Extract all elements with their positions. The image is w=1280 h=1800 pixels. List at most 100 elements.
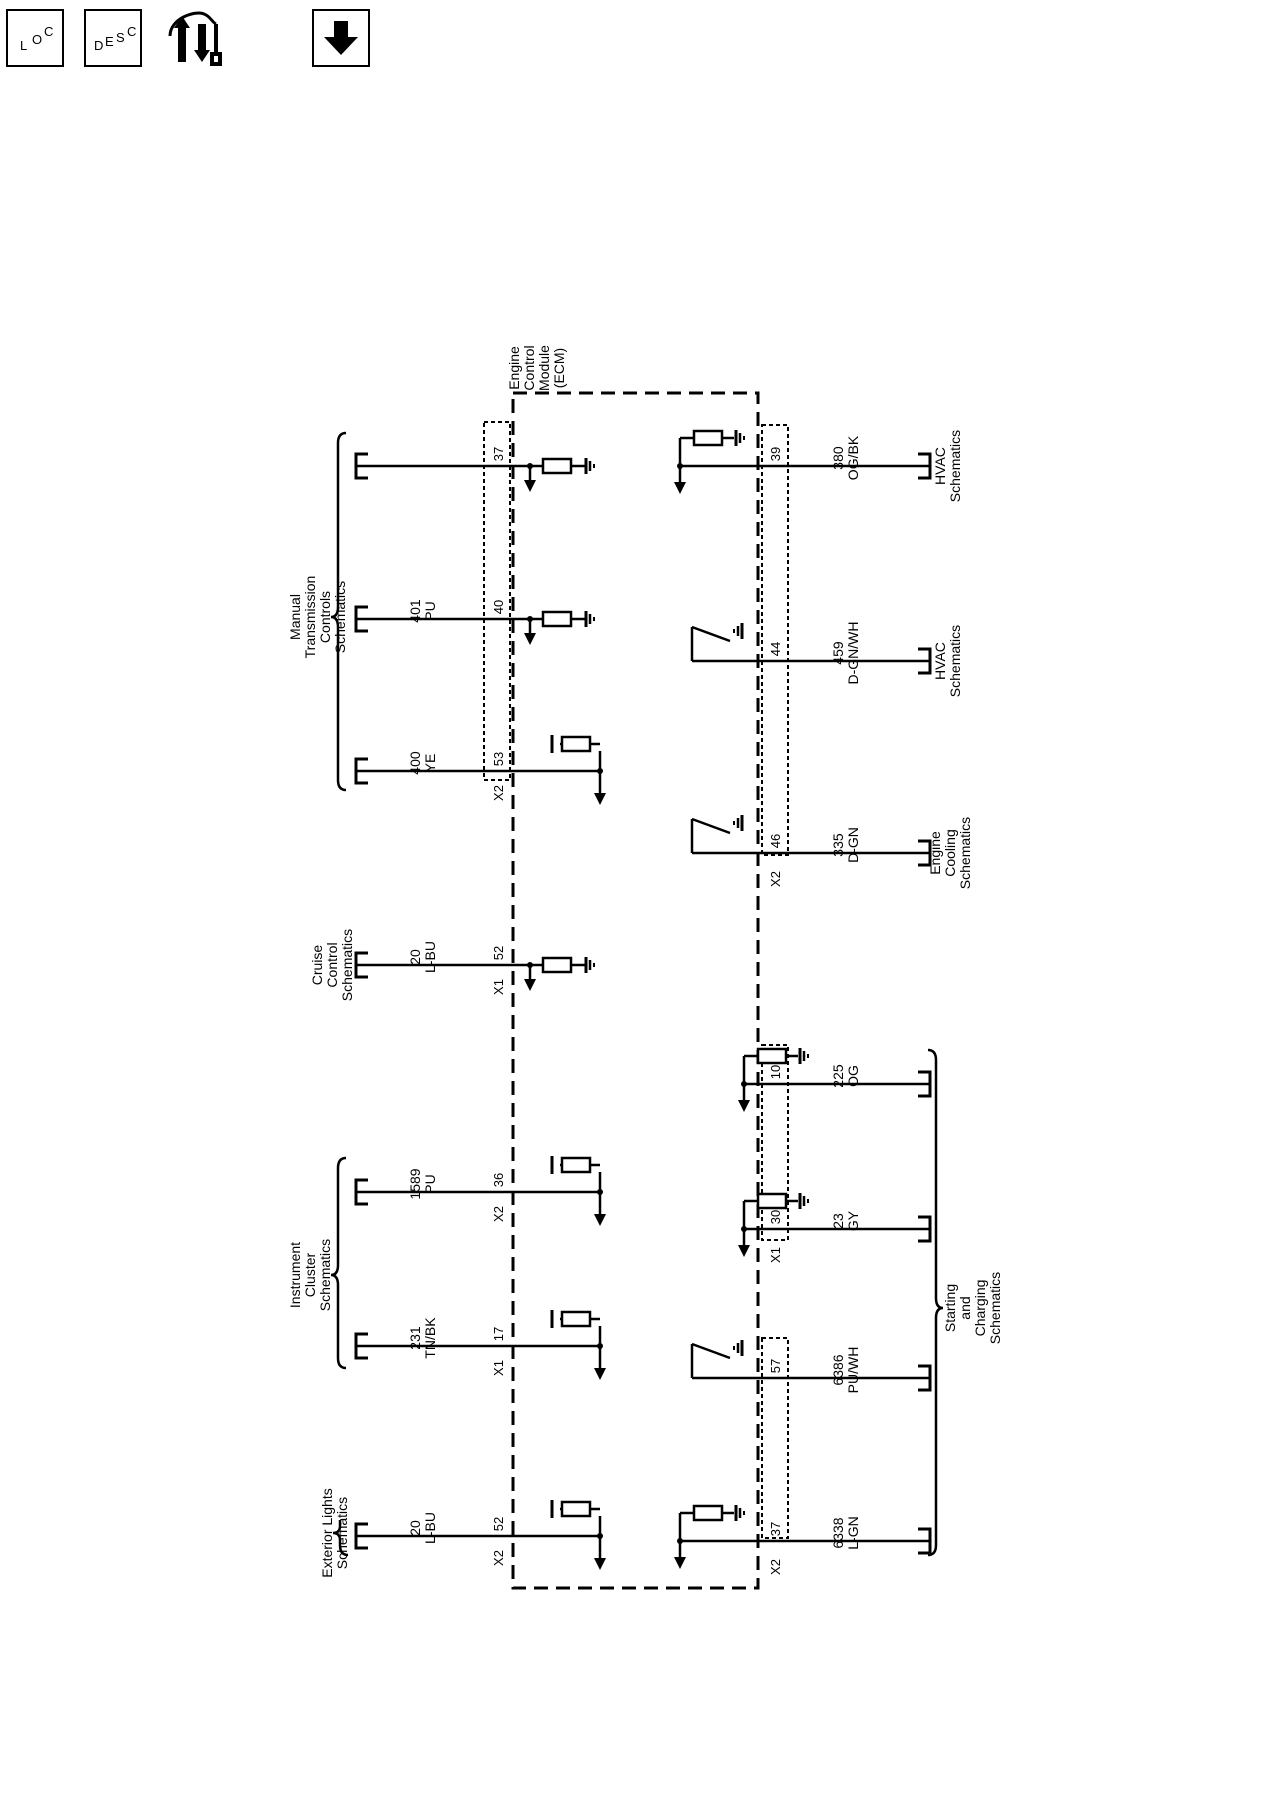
top-junction-2 [597,1189,603,1195]
group-label-cruise-control-line-0: Cruise [309,945,325,986]
connector-x2-bottom-left-outline [761,1337,789,1539]
group-label-engine-cooling: EngineCoolingSchematics [927,817,973,889]
top-circuit-number-0: 20 [407,1520,423,1536]
bottom-circuit-number-2: 23 [830,1213,846,1229]
top-pin-0-line-0: 52 [491,1517,506,1531]
bottom-group-labels: StartingandChargingSchematics EngineCooli… [927,430,1003,1344]
top-wire-color-5: PU [422,601,438,620]
top-resistor-6 [541,457,573,475]
bottom-pin-4-line-0: 46 [768,834,783,848]
top-pin-0: 52 [491,1517,506,1531]
top-arrow-3 [524,979,536,991]
top-wire-color-0-line-0: L-BU [422,1512,438,1544]
diagnostic-tools-icon[interactable] [156,6,230,72]
top-circuit-number-3-line-0: 20 [407,949,423,965]
bottom-wire-color-1: PU/WH [845,1347,861,1394]
top-wire-color-1-line-0: TN/BK [422,1317,438,1359]
bottom-wire-color-0: L-GN [845,1516,861,1549]
top-connector-label-0: X2 [491,1550,506,1566]
top-arrow-2 [594,1214,606,1226]
location-button[interactable]: L O C [6,9,64,67]
bottom-circuit-number-5-line-0: 459 [830,641,846,665]
description-button[interactable]: D E S C [84,9,142,67]
top-wire-color-4: YE [422,754,438,773]
top-pin-5-line-0: 40 [491,600,506,614]
top-resistor-2 [560,1156,592,1174]
bottom-pin-0-line-0: 37 [768,1522,783,1536]
description-letter-e: E [105,34,114,49]
bottom-circuit-number-6: 380 [830,446,846,470]
group-label-starting-charging-line-2: Charging [972,1280,988,1337]
bottom-pin-6-line-0: 39 [768,447,783,461]
top-pin-5: 40 [491,600,506,614]
bottom-pin-2: 30 [768,1210,783,1224]
bottom-pin-1-line-0: 57 [768,1359,783,1373]
bottom-resistor-2 [756,1192,788,1210]
bottom-wire-color-5: D-GN/WH [845,622,861,685]
bottom-pin-1: 57 [768,1359,783,1373]
top-ground-3 [584,957,595,973]
top-pin-3: 52 [491,946,506,960]
bottom-pin-3-line-0: 10 [768,1065,783,1079]
toolbar: L O C D E S C [0,0,1280,80]
group-label-instrument-cluster-line-1: Cluster [302,1252,318,1297]
bottom-resistor-0 [692,1504,724,1522]
down-arrow-button[interactable] [312,9,370,67]
top-connector-label-2: X2 [491,1206,506,1222]
bottom-pin-5: 44 [768,642,783,656]
bottom-circuit-number-4-line-0: 335 [830,833,846,857]
group-label-cruise-control-line-2: Schematics [339,929,355,1001]
top-ground-6 [584,458,595,474]
bottom-ground-6 [734,430,745,446]
module-label: EngineControlModule(ECM) [506,345,567,391]
bottom-arrow-3 [738,1100,750,1112]
top-circuit-number-4: 400 [407,751,423,775]
top-resistor-5 [541,610,573,628]
group-label-hvac-2: HVACSchematics [932,430,963,502]
bottom-connector-label-0: X2 [768,1559,783,1575]
top-connector-label-1-line-0: X1 [491,1360,506,1376]
top-circuit-number-0-line-0: 20 [407,1520,423,1536]
top-resistor-3 [541,956,573,974]
group-label-instrument-cluster: InstrumentClusterSchematics [287,1239,333,1311]
bottom-wire-color-4-line-0: D-GN [845,827,861,863]
group-label-manual-transmission-line-3: Schematics [332,581,348,653]
top-resistor-4 [560,735,592,753]
top-circuit-number-1: 231 [407,1326,423,1350]
group-label-exterior-lights-line-0: Exterior Lights [319,1488,335,1577]
bottom-resistor-6 [692,429,724,447]
group-label-cruise-control: CruiseControlSchematics [309,929,355,1001]
bottom-ground-3 [798,1048,809,1064]
top-circuit-number-5: 401 [407,599,423,623]
bottom-wire-color-4: D-GN [845,827,861,863]
group-label-instrument-cluster-line-0: Instrument [287,1242,303,1308]
top-resistor-0 [560,1500,592,1518]
ecm-module-box [511,391,760,1590]
top-wire-color-4-line-0: YE [422,754,438,773]
top-wire-color-1: TN/BK [422,1317,438,1359]
bottom-pin-6: 39 [768,447,783,461]
top-arrow-6 [524,480,536,492]
bottom-ground-5 [733,623,744,639]
group-label-starting-charging: StartingandChargingSchematics [942,1272,1003,1344]
top-junction-0 [597,1533,603,1539]
top-connector-label-4-line-0: X2 [491,785,506,801]
top-pin-4: 53 [491,752,506,766]
ecm-label-line-1: Control [521,345,537,390]
top-circuit-6: 37 [354,447,595,492]
location-letter-l: L [20,38,28,53]
description-letter-s: S [116,30,125,45]
top-circuit-number-3: 20 [407,949,423,965]
description-letter-d: D [94,38,104,53]
